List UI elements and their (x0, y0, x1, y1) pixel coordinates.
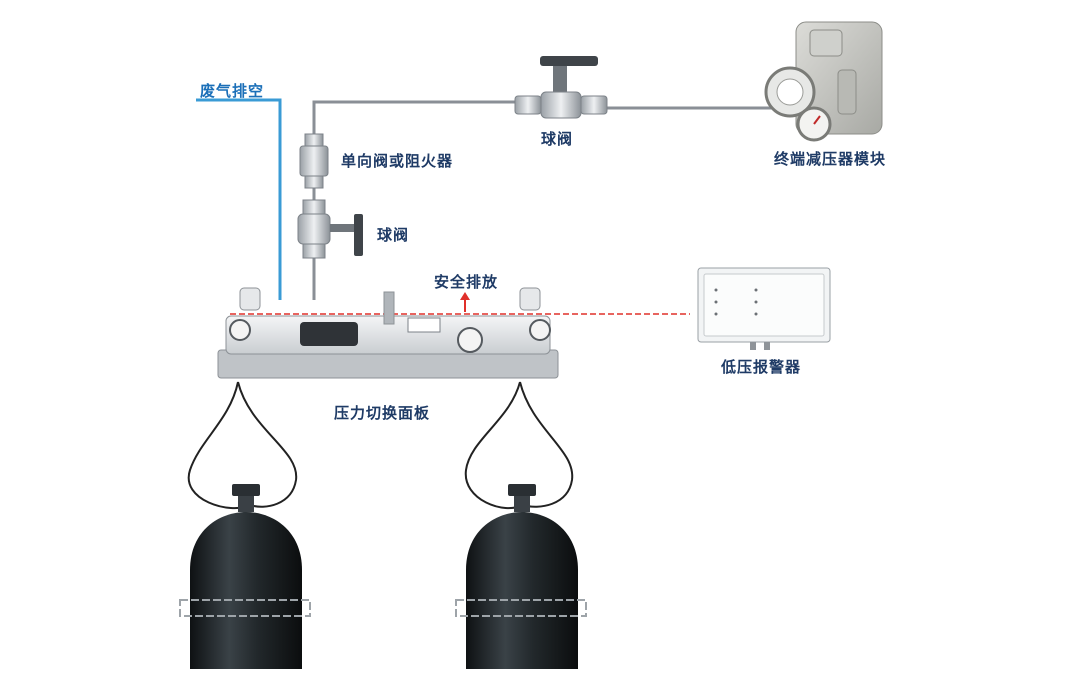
terminal-regulator-module (764, 21, 883, 142)
label-ball-valve-side: 球阀 (377, 226, 410, 244)
ball-valve-top (514, 56, 608, 119)
gas-cylinder-right (455, 484, 587, 669)
label-switchover-panel: 压力切换面板 (334, 404, 431, 422)
label-exhaust-vent: 废气排空 (200, 82, 265, 100)
label-ball-valve-top: 球阀 (541, 130, 574, 148)
low-pressure-alarm (697, 267, 831, 350)
gas-cylinder-left (179, 484, 311, 669)
switchover-panel (217, 287, 559, 379)
label-low-pressure-alarm: 低压报警器 (721, 358, 802, 376)
safety-relief-line (230, 292, 690, 315)
label-safety-relief: 安全排放 (434, 273, 499, 291)
exhaust-vent-line (196, 98, 282, 300)
check-valve-flame-arrestor (299, 133, 329, 189)
pigtail-hoses (187, 381, 574, 510)
label-check-valve: 单向阀或阻火器 (341, 152, 454, 170)
label-terminal-regulator: 终端减压器模块 (774, 150, 887, 168)
ball-valve-side (297, 199, 363, 259)
